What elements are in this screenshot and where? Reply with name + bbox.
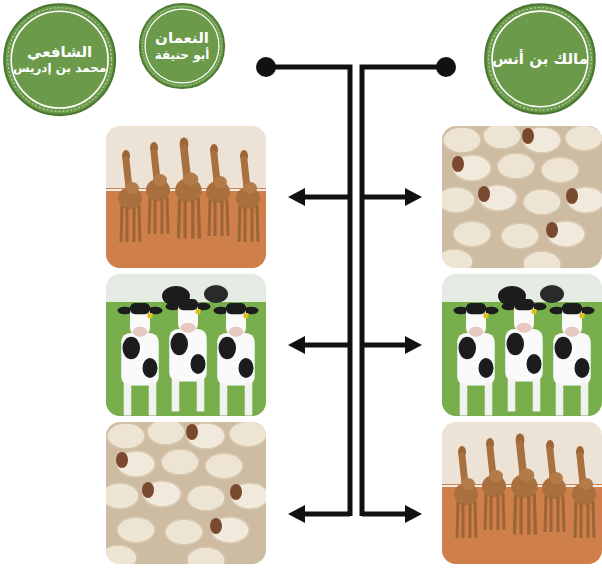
arrow-line — [362, 343, 408, 348]
arrow-line — [362, 195, 408, 200]
seal-name: مالك بن أنس — [492, 50, 588, 69]
madhhab-seal: مالك بن أنس — [483, 2, 597, 116]
seal-name: أبو حنيفة — [155, 48, 210, 63]
right-bracket — [362, 67, 446, 516]
arrow-line — [302, 195, 350, 200]
cows-photo — [106, 274, 266, 416]
seal-ring — [492, 11, 588, 107]
seal-label: الشافعيمحمد بن إدريس — [13, 43, 106, 77]
cows-photo — [442, 274, 602, 416]
seal-name: الشافعي — [27, 43, 92, 62]
arrow-line — [302, 512, 350, 517]
bracket-lines — [266, 67, 446, 516]
camels-photo — [106, 126, 266, 268]
sheep-photo — [99, 419, 269, 569]
arrow-line — [302, 343, 350, 348]
seal-ring — [8, 8, 112, 112]
left-bracket — [266, 67, 350, 516]
seal-ring — [145, 9, 219, 83]
seal-ring — [142, 6, 221, 85]
arrowhead — [405, 336, 422, 354]
seal-ring — [11, 11, 108, 108]
sheep-photo — [435, 123, 602, 277]
seal-label: مالك بن أنس — [492, 50, 588, 69]
seal-disc — [4, 4, 115, 115]
arrowheads — [256, 57, 456, 523]
seal-ring — [489, 8, 591, 110]
seal-disc — [140, 4, 224, 88]
bracket-dot — [256, 57, 276, 77]
madhhab-seal: الشافعيمحمد بن إدريس — [2, 2, 117, 117]
arrow-line — [362, 512, 408, 517]
arrowhead — [288, 188, 305, 206]
arrowhead — [405, 188, 422, 206]
seal-label: النعمانأبو حنيفة — [155, 29, 210, 63]
madhhab-seal: النعمانأبو حنيفة — [138, 2, 226, 90]
arrowhead — [405, 505, 422, 523]
seal-name: محمد بن إدريس — [13, 62, 106, 77]
seal-name: النعمان — [155, 29, 209, 48]
arrowhead — [288, 505, 305, 523]
camels-photo — [442, 422, 602, 564]
seal-disc — [485, 4, 594, 113]
bracket-dot — [436, 57, 456, 77]
arrowhead — [288, 336, 305, 354]
